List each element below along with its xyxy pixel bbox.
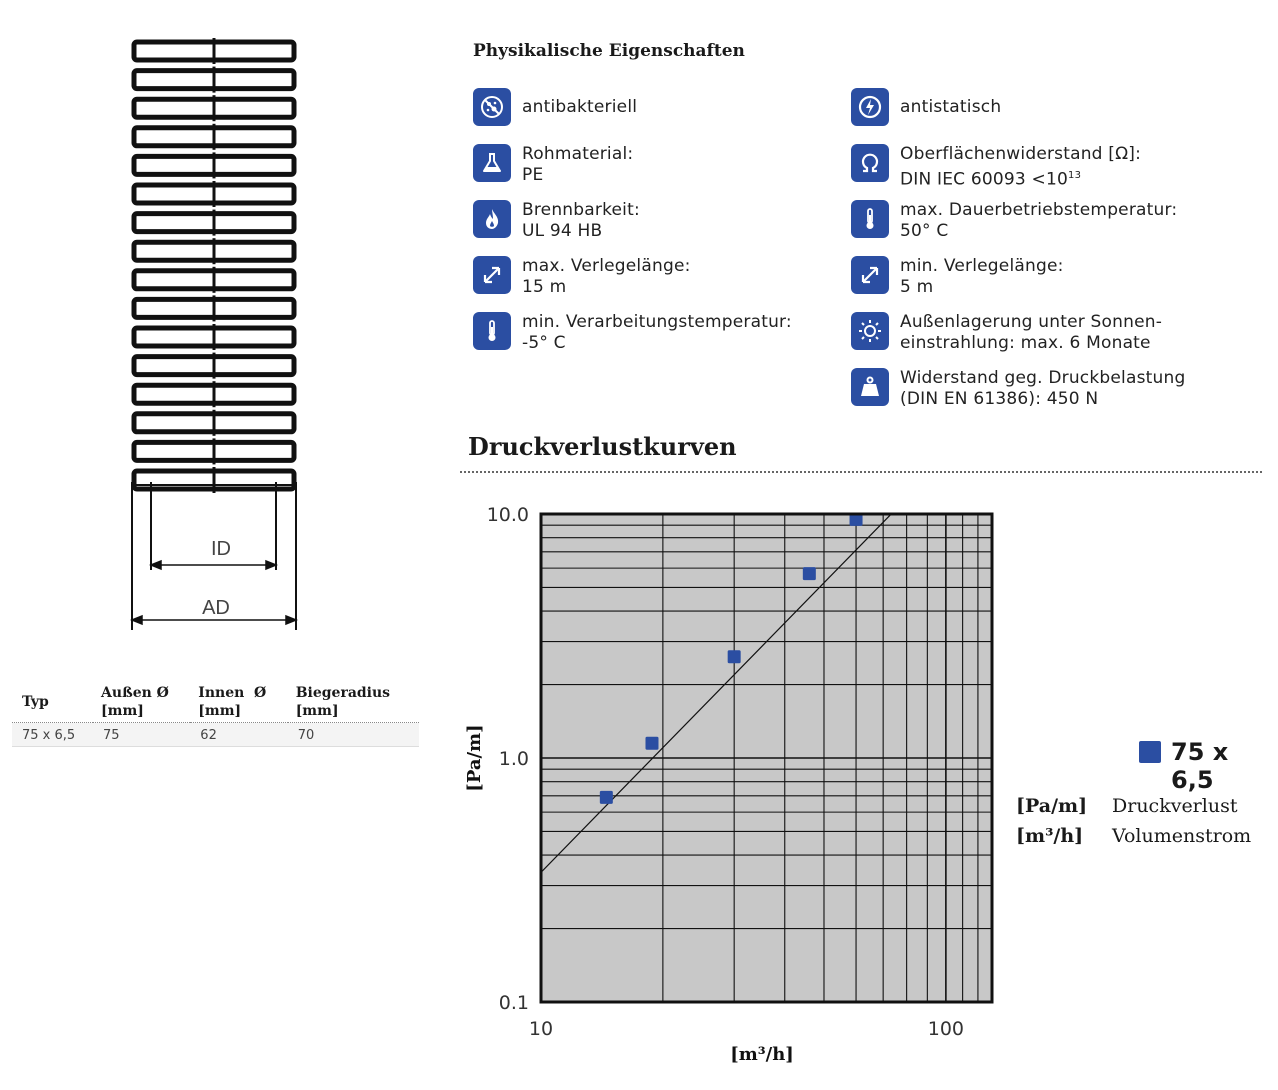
property-label: Außenlagerung unter Sonnen- [900,312,1163,332]
property-max-verlegelaenge: max. Verlegelänge:15 m [473,256,691,298]
data-point [599,790,613,804]
legend-marker [1139,741,1161,763]
legend-series-label: 75 x 6,5 [1171,738,1229,794]
cell-innen: 62 [190,722,288,747]
y-axis-label: [Pa/m] [464,724,485,791]
length-arrow-icon [473,256,511,294]
property-text: antistatisch [900,97,1002,117]
col-innen: Innen Ø[mm] [198,685,267,719]
property-value: -5° C [522,333,566,353]
data-point [802,567,816,581]
property-druckbelastung: Widerstand geg. Druckbelastung(DIN EN 61… [851,368,1185,410]
property-text: antibakteriell [522,97,638,117]
property-oberflaechenwiderstand: Oberflächenwiderstand [Ω]: DIN IEC 60093 … [851,144,1141,191]
property-min-verlegelaenge: min. Verlegelänge:5 m [851,256,1064,298]
unit-key-unit: [Pa/m] [1016,795,1088,817]
length-arrow-icon [851,256,889,294]
property-value: 50° C [900,221,949,241]
property-label: Rohmaterial: [522,144,634,164]
unit-key-desc: Druckverlust [1112,795,1238,817]
flame-icon [473,200,511,238]
thermometer-icon [473,312,511,350]
property-label: Widerstand geg. Druckbelastung [900,368,1186,388]
property-value: DIN IEC 60093 <1013 [900,169,1082,190]
flask-icon [473,144,511,182]
section-divider [460,471,1262,473]
property-value: 5 m [900,277,934,297]
col-biegeradius: Biegeradius[mm] [295,685,391,719]
y-tick-label: 10.0 [487,504,529,526]
property-antistatisch: antistatisch [851,88,1001,126]
omega-icon [851,144,889,182]
antibacterial-icon [473,88,511,126]
section-title: Druckverlustkurven [468,432,737,461]
property-label: Oberflächenwiderstand [Ω]: [900,144,1142,164]
hose-diagram: ID AD [129,38,299,630]
series-fit-line [541,514,893,873]
properties-title: Physikalische Eigenschaften [473,41,745,61]
x-tick-label: 10 [529,1018,553,1040]
property-label: max. Verlegelänge: [522,256,691,276]
property-rohmaterial: Rohmaterial:PE [473,144,633,186]
cell-biegeradius: 70 [287,722,419,747]
id-label: ID [211,538,231,560]
property-brennbarkeit: Brennbarkeit:UL 94 HB [473,200,640,242]
unit-key-desc: Volumenstrom [1112,825,1252,847]
x-axis-label: [m³/h] [730,1044,794,1065]
plot-frame [539,512,994,1004]
col-typ: Typ [22,694,49,710]
property-antibakteriell: antibakteriell [473,88,637,126]
x-tick-label: 100 [928,1018,964,1040]
property-label: max. Dauerbetriebstemperatur: [900,200,1178,220]
property-aussenlagerung: Außenlagerung unter Sonnen-einstrahlung:… [851,312,1162,354]
y-tick-label: 1.0 [499,748,529,770]
data-point [645,736,659,750]
y-tick-label: 0.1 [499,992,529,1014]
unit-key-unit: [m³/h] [1016,825,1084,847]
sun-icon [851,312,889,350]
table-row: 75 x 6,5 75 62 70 [12,722,419,747]
unit-key-pressure: [Pa/m] Druckverlust [1016,795,1237,817]
thermometer-icon [851,200,889,238]
antistatic-icon [851,88,889,126]
col-aussen: Außen Ø[mm] [101,685,169,719]
property-label: min. Verlegelänge: [900,256,1064,276]
property-value: UL 94 HB [522,221,603,241]
property-label: Brennbarkeit: [522,200,640,220]
spec-table-header: Typ Außen Ø[mm] Innen Ø[mm] Biegeradius[… [12,684,419,723]
data-point [849,512,863,526]
property-dauerbetriebstemperatur: max. Dauerbetriebstemperatur:50° C [851,200,1177,242]
data-point [727,650,741,664]
spec-table: Typ Außen Ø[mm] Innen Ø[mm] Biegeradius[… [12,684,419,747]
unit-key-flow: [m³/h] Volumenstrom [1016,825,1251,847]
property-value: PE [522,165,544,185]
property-value: (DIN EN 61386): 450 N [900,389,1099,409]
ad-label: AD [202,597,230,619]
property-verarbeitungstemperatur: min. Verarbeitungstemperatur:-5° C [473,312,792,354]
cell-typ: 75 x 6,5 [12,722,94,747]
property-label: min. Verarbeitungstemperatur: [522,312,792,332]
weight-icon [851,368,889,406]
property-value: 15 m [522,277,567,297]
cell-aussen: 75 [93,722,191,747]
property-value: einstrahlung: max. 6 Monate [900,333,1151,353]
pressure-loss-chart: 0.1 1.0 10.0 10 100 [Pa/m] [m³/h] [464,504,994,1065]
